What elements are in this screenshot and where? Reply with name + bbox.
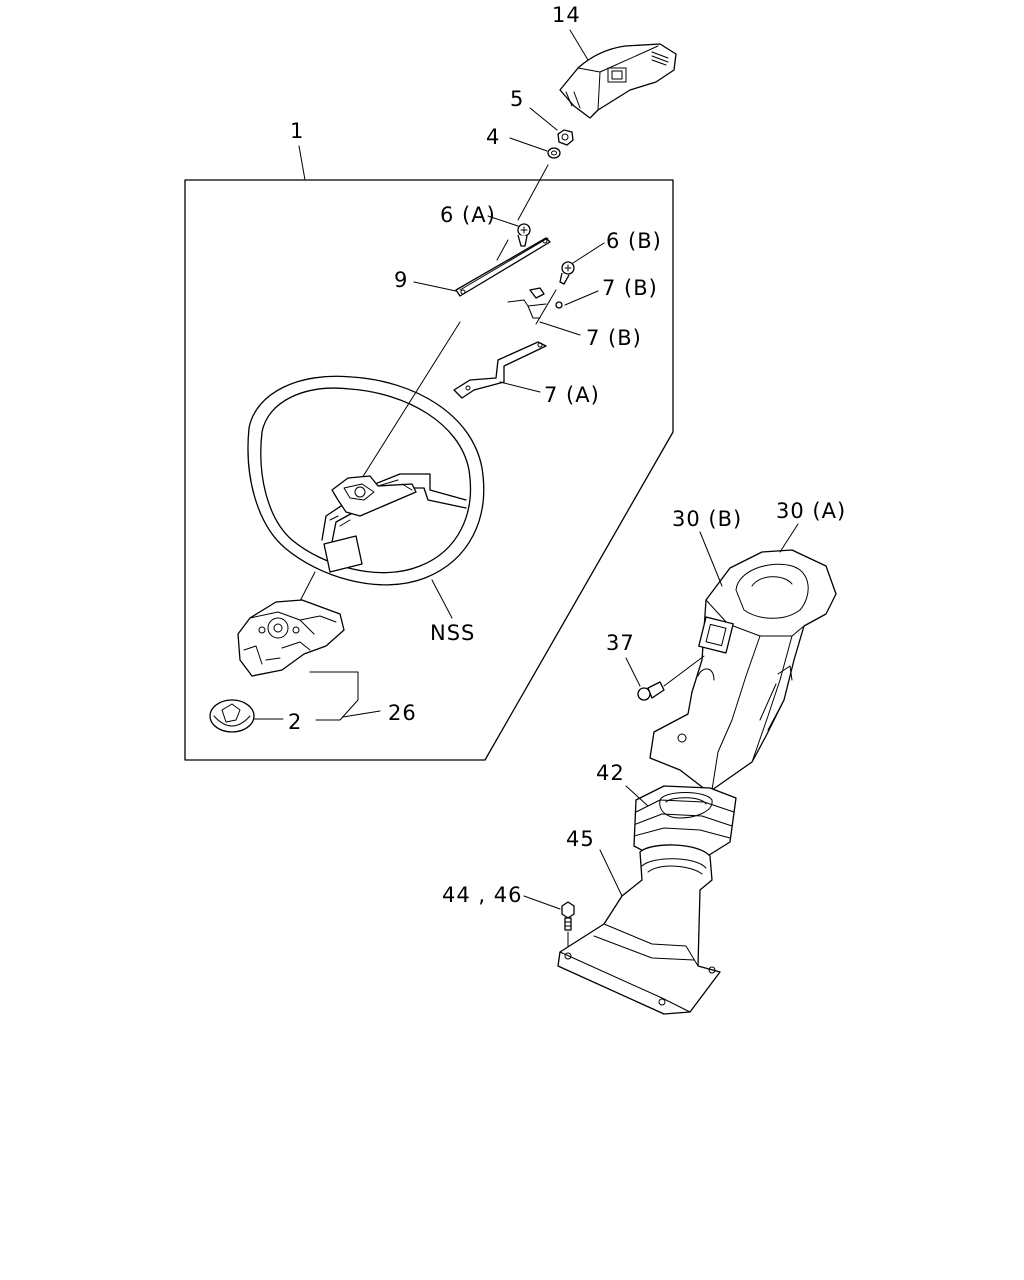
leader-5	[529, 107, 558, 131]
leader-14	[569, 29, 589, 61]
leader-26-tail	[342, 710, 381, 718]
leader-42	[625, 785, 649, 807]
label-42: 42	[596, 761, 625, 785]
part-9-plate	[455, 237, 551, 297]
leader-26	[309, 671, 359, 721]
leader-45	[599, 849, 623, 897]
part-14-column-cover	[559, 43, 677, 119]
leader-44-46	[523, 895, 561, 910]
label-5: 5	[510, 87, 524, 111]
leader-37	[625, 657, 641, 687]
label-26: 26	[388, 701, 417, 725]
assembly-axis-lower	[361, 321, 461, 479]
part-30-column-cover	[649, 549, 837, 791]
part-45-base	[557, 844, 721, 1015]
label-45: 45	[566, 827, 595, 851]
label-6a: 6 (A)	[440, 203, 496, 227]
leader-7b-1	[564, 290, 599, 306]
label-nss: NSS	[430, 621, 475, 645]
part-26-horn-pad	[237, 599, 345, 677]
label-7b-2: 7 (B)	[586, 326, 642, 350]
part-44-46-bolt	[561, 901, 575, 931]
label-4: 4	[486, 125, 500, 149]
part-42-boot	[633, 785, 737, 863]
label-7b-1: 7 (B)	[602, 276, 658, 300]
leader-nss	[431, 579, 453, 619]
leader-9	[413, 281, 457, 292]
label-37: 37	[606, 631, 635, 655]
label-6b: 6 (B)	[606, 229, 662, 253]
leader-1	[298, 145, 306, 181]
part-6b-screw	[559, 261, 575, 285]
part-4-washer	[547, 147, 561, 159]
label-14: 14	[552, 3, 581, 27]
label-2: 2	[288, 710, 302, 734]
label-30a: 30 (A)	[776, 499, 846, 523]
steering-wheel	[247, 375, 485, 586]
assembly-axis-upper	[517, 164, 549, 221]
leader-4	[509, 137, 548, 152]
label-44-46: 44 , 46	[442, 883, 522, 907]
part-7b-clip-upper	[507, 287, 563, 319]
leader-6b	[572, 242, 605, 264]
leader-30a	[779, 523, 799, 553]
leader-7b-2	[539, 321, 581, 336]
part-5-nut	[557, 129, 574, 146]
label-7a: 7 (A)	[544, 383, 600, 407]
label-1: 1	[290, 119, 304, 143]
leader-6a	[487, 215, 519, 227]
part-6a-screw	[517, 223, 531, 247]
assembly-1-boundary	[184, 179, 674, 761]
label-9: 9	[394, 268, 408, 292]
part-37-screw	[637, 681, 665, 701]
leader-7a	[499, 381, 541, 393]
leader-6a-axis	[496, 239, 509, 261]
leader-37-axis	[663, 655, 705, 687]
part-2-horn-button	[209, 699, 255, 733]
leader-30b	[699, 531, 723, 587]
label-30b: 30 (B)	[672, 507, 742, 531]
part-7a-bracket	[453, 341, 547, 399]
